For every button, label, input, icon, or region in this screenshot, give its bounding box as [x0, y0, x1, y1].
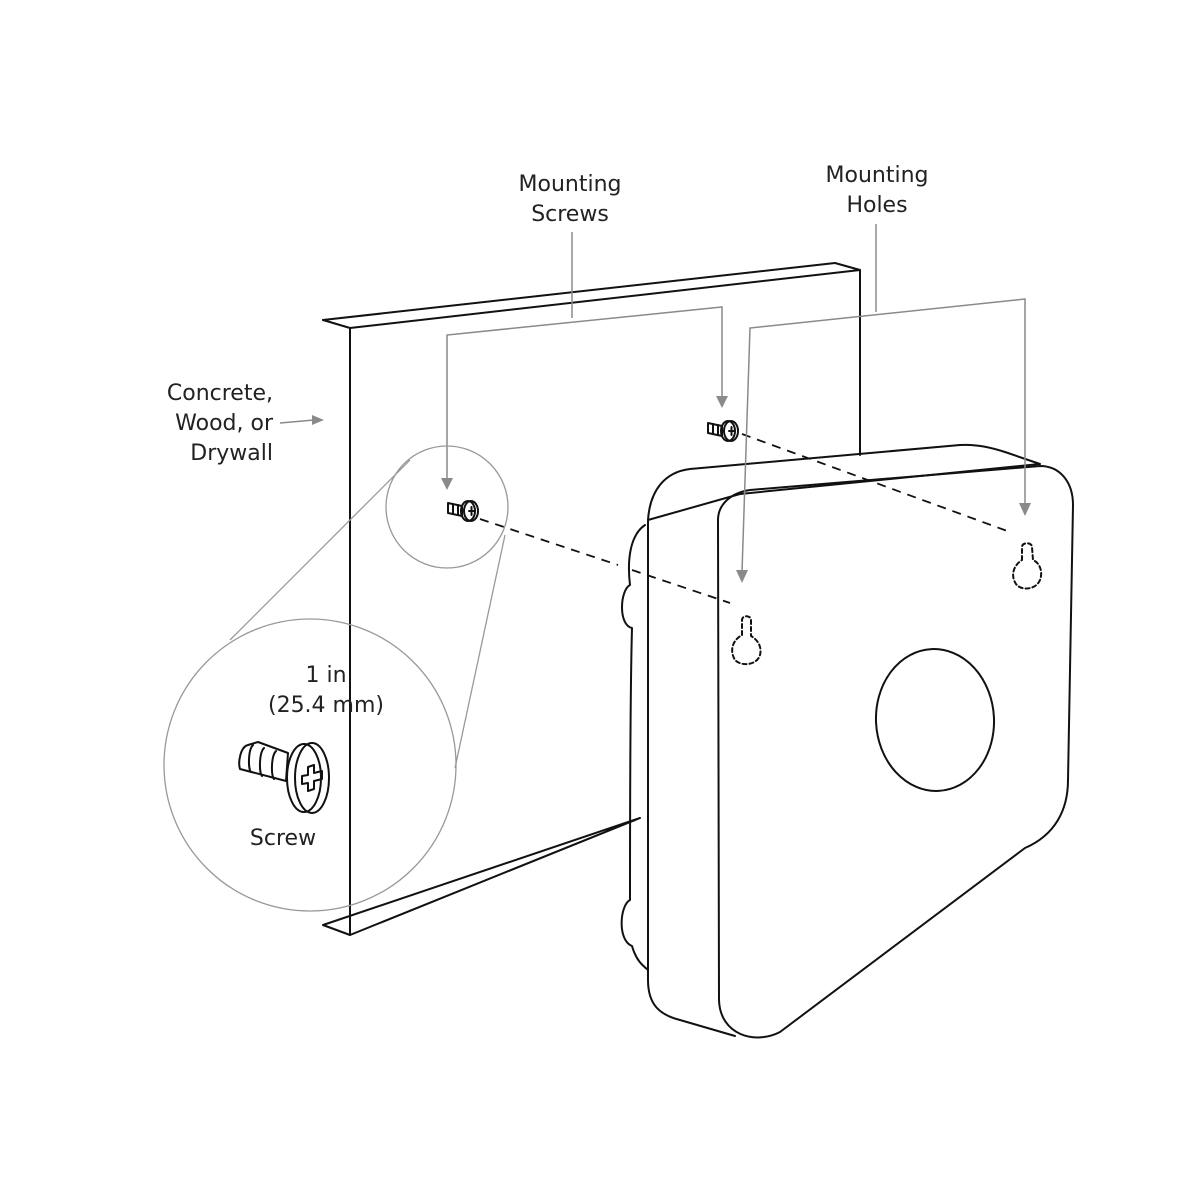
keyhole-left-icon	[731, 615, 762, 666]
screw-icon-lower	[447, 500, 479, 522]
keyhole-right-icon	[1012, 542, 1043, 590]
screw-icon-upper	[707, 420, 739, 442]
surface-leader	[279, 419, 315, 424]
label-screw: Screw	[250, 826, 316, 851]
mounting-holes-leader	[736, 224, 1031, 583]
magnifier	[163, 445, 509, 912]
label-screw-length-mm: (25.4 mm)	[268, 693, 384, 718]
label-mounting-screws-2: Screws	[531, 202, 609, 227]
label-mounting-holes-2: Holes	[846, 193, 907, 218]
label-surface-2: Wood, or	[175, 411, 274, 436]
front-circle	[874, 648, 996, 792]
label-surface-3: Drywall	[190, 441, 273, 466]
device	[620, 443, 1074, 1039]
label-mounting-screws-1: Mounting	[519, 172, 622, 197]
screw-detail-icon	[238, 741, 330, 814]
label-mounting-holes-1: Mounting	[826, 163, 929, 188]
label-surface-1: Concrete,	[167, 381, 273, 406]
label-screw-length: 1 in	[305, 663, 346, 688]
mounting-screws-leader	[441, 232, 728, 490]
wall-panel	[322, 262, 861, 936]
